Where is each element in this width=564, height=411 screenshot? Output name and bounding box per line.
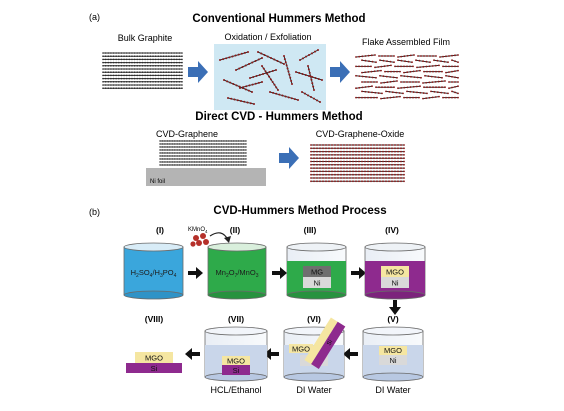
flake-film-label: Flake Assembled Film [362, 37, 450, 47]
beaker-iv: MGO Ni [364, 242, 426, 300]
bulk-graphite-label: Bulk Graphite [118, 33, 173, 43]
step-iii-label: (III) [304, 225, 317, 235]
beaker-vii: MGO Si [204, 326, 268, 382]
oxidizer-label: Mn2O7/MnO3 [216, 268, 259, 279]
cvd-graphene-oxide-stack [310, 144, 405, 183]
arrow-down-icon [389, 300, 401, 315]
mgo-layer-label: MGO [386, 268, 404, 277]
bulk-graphite-stack [102, 52, 183, 89]
oxidation-label: Oxidation / Exfoliation [224, 32, 311, 42]
mgo-layer-label: MGO [292, 345, 310, 354]
mgo-layer-label: MGO [227, 357, 245, 366]
direct-cvd-title: Direct CVD - Hummers Method [195, 111, 362, 123]
arrow-right-icon [330, 61, 350, 83]
step-v-label: (V) [387, 314, 399, 324]
cvd-graphene-stack [159, 140, 247, 166]
mgo-layer-label: MGO [145, 354, 163, 363]
panel-b-label: (b) [89, 207, 100, 217]
si-layer-label: Si [233, 366, 240, 375]
ni-layer-label: Ni [391, 279, 398, 288]
arrow-left-icon [185, 348, 200, 360]
arrow-right-icon [272, 267, 287, 279]
mgo-layer-label: MGO [384, 346, 402, 355]
mg-layer-label: MG [311, 268, 323, 277]
cvd-graphene-oxide-label: CVD-Graphene-Oxide [316, 129, 405, 139]
arrow-left-icon [264, 348, 279, 360]
conventional-title: Conventional Hummers Method [192, 13, 365, 25]
kmno4-particles [190, 233, 209, 247]
process-title: CVD-Hummers Method Process [213, 205, 386, 217]
beaker-ii: Mn2O7/MnO3 [207, 242, 267, 300]
pour-arrowhead-icon [224, 236, 231, 243]
ni-layer-label: Ni [313, 279, 320, 288]
step-i-label: (I) [156, 225, 164, 235]
di-water-label: DI Water [375, 385, 410, 395]
step-iv-label: (IV) [385, 225, 399, 235]
flake-assembled-film [355, 54, 459, 100]
ni-foil-substrate [146, 168, 266, 186]
arrow-right-icon [188, 61, 208, 83]
acid-label: H2SO4/H3PO4 [131, 268, 177, 279]
arrow-left-icon [343, 348, 358, 360]
arrow-right-icon [188, 267, 203, 279]
cvd-graphene-label: CVD-Graphene [156, 129, 218, 139]
beaker-vi: Ni Si MGO [283, 317, 346, 382]
beaker-i: H2SO4/H3PO4 [123, 242, 184, 300]
ni-layer-label: Ni [389, 356, 396, 365]
beaker-v: MGO Ni [362, 326, 424, 382]
exfoliated-flakes [219, 49, 323, 105]
step-ii-label: (II) [230, 225, 241, 235]
panel-a-label: (a) [89, 12, 100, 22]
di-water-label: DI Water [296, 385, 331, 395]
kmno4-label: KMnO4 [188, 227, 208, 234]
ni-foil-label: Ni foil [150, 179, 165, 185]
si-label: Si [326, 339, 334, 347]
arrow-right-icon [279, 147, 299, 169]
beaker-iii: MG Ni [286, 242, 347, 300]
hcl-ethanol-label: HCL/Ethanol [210, 385, 261, 395]
step-vi-label: (VI) [307, 314, 321, 324]
step-viii-label: (VIII) [145, 314, 164, 324]
arrow-right-icon [351, 267, 366, 279]
final-mgo-on-si: MGO Si [126, 352, 182, 373]
step-vii-label: (VII) [228, 314, 244, 324]
si-layer-label: Si [151, 364, 158, 373]
